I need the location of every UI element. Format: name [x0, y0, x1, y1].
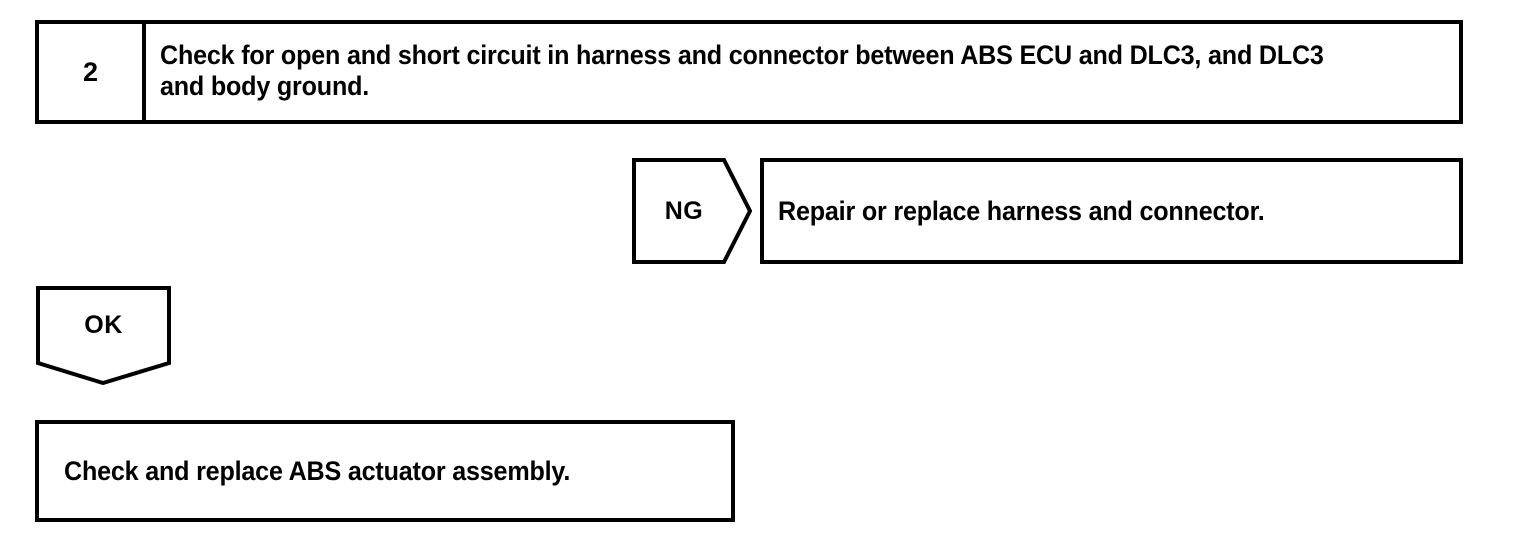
- pentagon-right-icon: [632, 158, 752, 264]
- action-text-repair: Repair or replace harness and connector.: [778, 195, 1265, 226]
- action-box-repair: Repair or replace harness and connector.: [760, 158, 1463, 264]
- step-number-cell: 2: [39, 24, 146, 120]
- result-label-ng: NG: [664, 196, 704, 225]
- result-label-ok: OK: [84, 310, 123, 339]
- action-box-final: Check and replace ABS actuator assembly.: [35, 420, 735, 522]
- result-pentagon-ok: OK: [36, 286, 171, 385]
- step-instruction-text: Check for open and short circuit in harn…: [160, 40, 1324, 101]
- action-text-final: Check and replace ABS actuator assembly.: [64, 455, 571, 486]
- result-pentagon-ng: NG: [632, 158, 752, 264]
- step-number: 2: [82, 56, 99, 87]
- step-instruction-cell: Check for open and short circuit in harn…: [146, 24, 1459, 120]
- pentagon-down-icon: [36, 286, 171, 385]
- step-box: 2 Check for open and short circuit in ha…: [35, 20, 1463, 124]
